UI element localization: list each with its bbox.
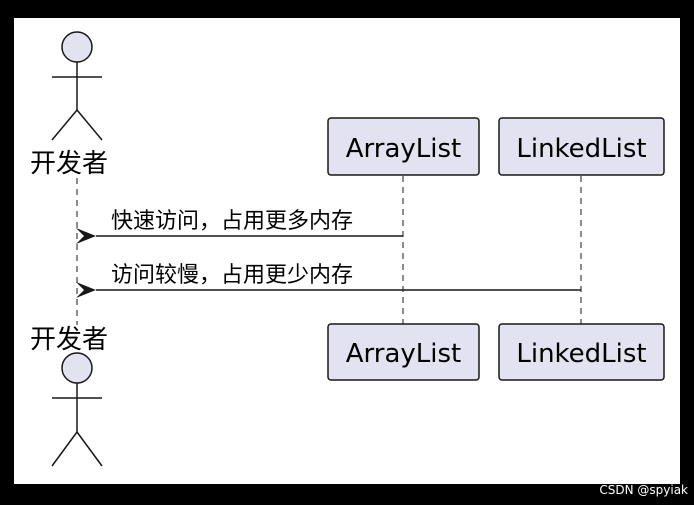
watermark: CSDN @spyiak	[599, 483, 688, 497]
participant-linkedlist-top: LinkedList	[498, 117, 665, 176]
actor-leg-left	[51, 431, 78, 467]
participant-label-arraylist-top: ArrayList	[346, 134, 461, 164]
message-1: 快速访问，占用更多内存	[76, 209, 403, 244]
actor-head	[61, 352, 93, 384]
actor-leg-right	[76, 109, 103, 141]
actor-head	[61, 31, 93, 63]
participant-arraylist-bottom: ArrayList	[327, 323, 480, 381]
actor-label-developer-top: 开发者	[30, 149, 108, 179]
participant-linkedlist-bottom: LinkedList	[498, 323, 665, 381]
actor-developer-top: 开发者	[30, 31, 108, 179]
message-2: 访问较慢，占用更少内存	[76, 263, 581, 298]
participant-box	[498, 117, 665, 176]
participant-label-linkedlist-top: LinkedList	[516, 134, 646, 164]
participant-arraylist-top: ArrayList	[327, 117, 480, 176]
actor-developer-bottom: 开发者	[30, 325, 108, 467]
participant-box	[327, 117, 480, 176]
diagram-background	[14, 18, 680, 484]
participant-box	[498, 323, 665, 381]
actor-label-developer-bottom: 开发者	[30, 325, 108, 355]
participant-label-linkedlist-bottom: LinkedList	[516, 339, 646, 369]
actor-leg-left	[51, 109, 78, 141]
actor-leg-right	[76, 431, 103, 467]
participant-box	[327, 323, 480, 381]
message-label-2: 访问较慢，占用更少内存	[111, 263, 353, 288]
message-label-1: 快速访问，占用更多内存	[111, 209, 353, 234]
participant-label-arraylist-bottom: ArrayList	[346, 339, 461, 369]
